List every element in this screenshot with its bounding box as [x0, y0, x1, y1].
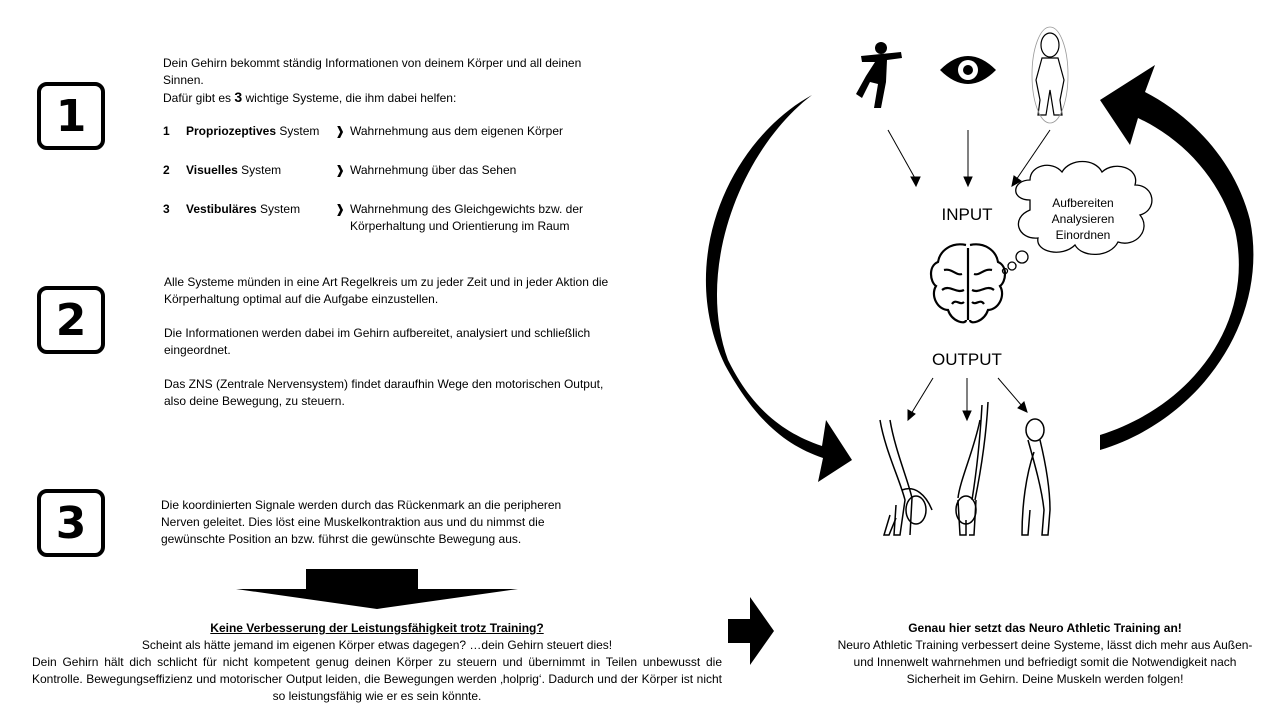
step-1-number: 1: [37, 82, 105, 150]
system-number: 1: [163, 124, 170, 138]
bottom-left-text: Keine Verbesserung der Leistungsfähigkei…: [32, 620, 722, 705]
system-description: Wahrnehmung des Gleichgewichts bzw. der …: [350, 202, 584, 233]
bottom-left-body: Dein Gehirn hält dich schlicht für nicht…: [32, 655, 722, 703]
chevron-right-icon: ❱: [335, 202, 346, 216]
bottom-left-title: Keine Verbesserung der Leistungsfähigkei…: [210, 621, 544, 635]
intro-system-count: 3: [234, 89, 243, 105]
bottom-right-title: Genau hier setzt das Neuro Athletic Trai…: [908, 621, 1182, 635]
eye-icon: [940, 56, 996, 84]
thought-line-1: Aufbereiten: [1052, 196, 1113, 210]
thought-cloud: [1001, 160, 1153, 275]
step-2-p2: Die Informationen werden dabei im Gehirn…: [164, 326, 591, 357]
output-label: OUTPUT: [932, 350, 1002, 369]
brain-icon: [929, 243, 1007, 324]
step-1-intro-line2: Sinnen.: [163, 73, 204, 87]
bottom-right-body: Neuro Athletic Training verbessert deine…: [837, 638, 1253, 686]
thought-line-3: Einordnen: [1056, 228, 1111, 242]
system-description: Wahrnehmung über das Sehen: [350, 163, 517, 177]
step-1-intro-line1: Dein Gehirn bekommt ständig Informatione…: [163, 56, 582, 70]
chevron-right-icon: ❱: [335, 124, 346, 138]
right-arrow-icon: [728, 597, 774, 665]
neuro-cycle-diagram: INPUT Aufbereiten Analysieren Einordnen …: [705, 26, 1254, 536]
step-2-number: 2: [37, 286, 105, 354]
thought-line-2: Analysieren: [1052, 212, 1115, 226]
chevron-right-icon: ❱: [335, 163, 346, 177]
input-label: INPUT: [942, 205, 993, 224]
step-2-text: Alle Systeme münden in eine Art Regelkre…: [164, 274, 626, 410]
step-3-number: 3: [37, 489, 105, 557]
intro-post: wichtige Systeme, die ihm dabei helfen:: [242, 91, 457, 105]
system-name: Vestibuläres System: [186, 202, 301, 216]
system-name: Propriozeptives System: [186, 124, 320, 138]
bottom-left-line1: Scheint als hätte jemand im eigenen Körp…: [141, 638, 613, 652]
right-cycle-arrow: [1100, 65, 1254, 450]
input-arrows: [887, 129, 1051, 188]
left-cycle-arrow: [705, 95, 852, 482]
step-1-intro-line3: Dafür gibt es 3 wichtige Systeme, die ih…: [163, 89, 633, 107]
output-arrows: [907, 377, 1028, 422]
step-2-p1: Alle Systeme münden in eine Art Regelkre…: [164, 275, 609, 306]
intro-pre: Dafür gibt es: [163, 91, 235, 105]
yoga-figure-icon: [879, 401, 1051, 536]
down-arrow-icon: [236, 569, 518, 609]
system-number: 2: [163, 163, 170, 177]
system-name: Visuelles System: [186, 163, 282, 177]
step-3-text: Die koordinierten Signale werden durch d…: [161, 498, 562, 546]
step-1-intro: Dein Gehirn bekommt ständig Informatione…: [163, 55, 633, 107]
step-2-p3: Das ZNS (Zentrale Nervensystem) findet d…: [164, 377, 604, 408]
bottom-right-text: Genau hier setzt das Neuro Athletic Trai…: [830, 620, 1260, 688]
body-outline-icon: [1031, 26, 1069, 124]
system-description: Wahrnehmung aus dem eigenen Körper: [350, 124, 564, 138]
balance-figure-icon: [856, 42, 902, 108]
system-number: 3: [163, 202, 170, 216]
